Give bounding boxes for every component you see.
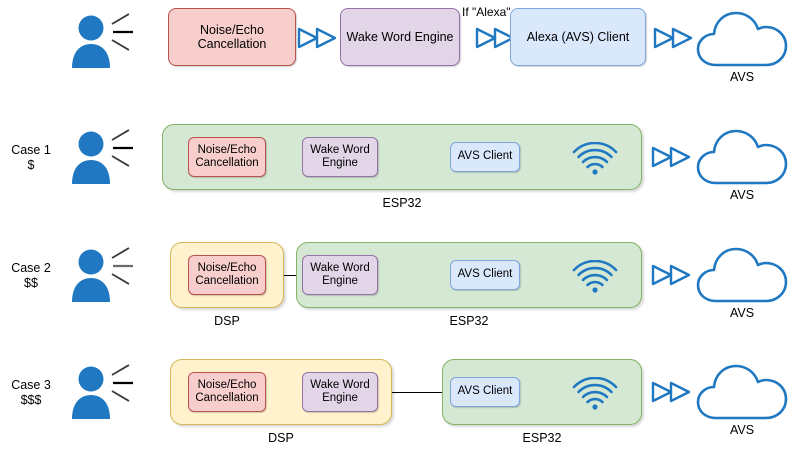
case-label-case3: Case 3 $$$ <box>0 378 62 408</box>
cloud-icon-avs-3 <box>696 244 788 306</box>
block-label: AVS Client <box>457 268 513 281</box>
block-label-line2: Engine <box>322 392 358 404</box>
block-label-line1: Wake Word <box>310 261 370 274</box>
edge-label-if-alexa: If "Alexa" <box>462 5 511 19</box>
case-name: Case 3 <box>11 378 51 392</box>
wifi-icon <box>570 377 620 411</box>
cloud-icon-avs-4 <box>696 361 788 423</box>
block-label: AVS Client <box>457 385 513 398</box>
case-cost: $$$ <box>20 393 42 407</box>
case-cost: $ <box>27 158 35 172</box>
caption-esp32-case1: ESP32 <box>382 196 422 210</box>
block-label: Wake Word Engine <box>310 379 369 406</box>
arrow-icon-2 <box>474 26 518 50</box>
block-wake-word-engine[interactable]: Wake Word Engine <box>302 255 378 295</box>
wifi-icon <box>570 142 620 176</box>
person-speaking-icon <box>66 361 138 419</box>
block-avs-client[interactable]: AVS Client <box>450 142 520 172</box>
block-label: Wake Word Engine <box>310 144 369 171</box>
case-label-case2: Case 2 $$ <box>0 261 62 291</box>
block-label: Noise/Echo Cancellation <box>195 144 258 171</box>
block-avs-client[interactable]: AVS Client <box>450 260 520 290</box>
arrow-icon-5 <box>650 263 694 287</box>
cloud-icon-avs-1 <box>696 8 788 70</box>
block-noise-echo-cancellation[interactable]: Noise/Echo Cancellation <box>188 372 266 412</box>
block-wake-word-engine[interactable]: Wake Word Engine <box>302 137 378 177</box>
block-label: Wake Word Engine <box>346 29 454 44</box>
block-noise-echo-cancellation[interactable]: Noise/Echo Cancellation <box>188 137 266 177</box>
block-label-line2: Cancellation <box>195 392 259 404</box>
block-label-line2: Cancellation <box>195 157 259 169</box>
caption-dsp-case2: DSP <box>214 314 240 328</box>
case-name: Case 1 <box>11 143 51 157</box>
cloud-label-avs-2: AVS <box>729 188 755 202</box>
cloud-label-avs-3: AVS <box>729 306 755 320</box>
case-cost: $$ <box>24 276 38 290</box>
arrow-icon-6 <box>650 380 694 404</box>
case-name: Case 2 <box>11 261 51 275</box>
block-label-line2: Engine <box>322 275 358 287</box>
arrow-icon-4 <box>650 145 694 169</box>
wifi-icon <box>570 260 620 294</box>
block-label: Noise/Echo Cancellation <box>198 23 267 52</box>
arrow-icon-3 <box>652 26 696 50</box>
block-label: Noise/Echo Cancellation <box>195 379 258 406</box>
cloud-icon-avs-2 <box>696 126 788 188</box>
connector-dsp-to-esp32-case3 <box>392 392 442 393</box>
caption-esp32-case2: ESP32 <box>449 314 489 328</box>
block-label-line1: Wake Word <box>310 378 370 391</box>
block-label-line2: Engine <box>322 157 358 169</box>
cloud-label-avs-1: AVS <box>729 70 755 84</box>
case-label-case1: Case 1 $ <box>0 143 62 173</box>
arrow-icon-1 <box>296 26 340 50</box>
cloud-label-avs-4: AVS <box>729 423 755 437</box>
connector-dsp-to-esp32-case2 <box>284 275 296 276</box>
block-noise-echo-cancellation[interactable]: Noise/Echo Cancellation <box>188 255 266 295</box>
person-speaking-icon <box>66 10 138 68</box>
block-label-line1: Noise/Echo <box>197 378 257 391</box>
block-label: AVS Client <box>457 150 513 163</box>
person-speaking-icon <box>66 244 138 302</box>
block-label-line1: Noise/Echo <box>197 261 257 274</box>
block-label: Wake Word Engine <box>310 262 369 289</box>
block-avs-client[interactable]: AVS Client <box>450 377 520 407</box>
person-speaking-icon <box>66 126 138 184</box>
block-wake-word-engine[interactable]: Wake Word Engine <box>302 372 378 412</box>
block-label-line1: Wake Word <box>310 143 370 156</box>
block-noise-echo-cancellation[interactable]: Noise/Echo Cancellation <box>168 8 296 66</box>
caption-dsp-case3: DSP <box>268 431 294 445</box>
caption-esp32-case3: ESP32 <box>522 431 562 445</box>
block-label-line1: Noise/Echo <box>200 22 264 37</box>
block-label: Alexa (AVS) Client <box>526 29 630 44</box>
block-label: Noise/Echo Cancellation <box>195 262 258 289</box>
block-label-line2: Cancellation <box>195 275 259 287</box>
block-wake-word-engine[interactable]: Wake Word Engine <box>340 8 460 66</box>
block-alexa-avs-client[interactable]: Alexa (AVS) Client <box>510 8 646 66</box>
block-label-line2: Cancellation <box>197 37 267 51</box>
block-label-line1: Noise/Echo <box>197 143 257 156</box>
